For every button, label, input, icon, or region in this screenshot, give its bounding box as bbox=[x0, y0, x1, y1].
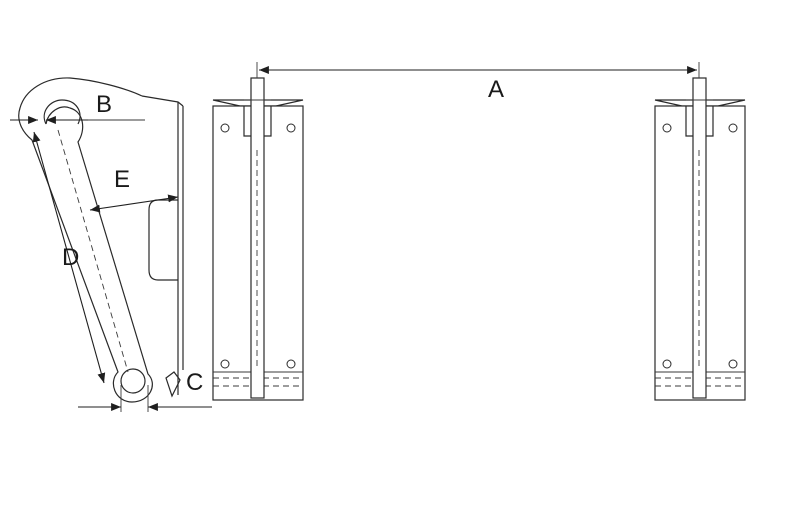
hook-body bbox=[18, 77, 153, 403]
right-hole-top-right bbox=[728, 123, 738, 133]
plate-top-bracket bbox=[141, 95, 184, 107]
side-view: B E D C bbox=[10, 77, 212, 412]
right-hole-top-left bbox=[662, 123, 672, 133]
right-hole-bottom-right bbox=[728, 359, 738, 369]
dim-d-line bbox=[32, 131, 106, 384]
right-hole-bottom-left bbox=[662, 359, 672, 369]
left-hole-bottom-left bbox=[220, 359, 230, 369]
right-pin-bracket bbox=[685, 106, 714, 137]
dim-label-c: C bbox=[186, 369, 203, 396]
left-hole-bottom-right bbox=[286, 359, 296, 369]
front-view-left bbox=[212, 77, 304, 401]
dimension-a: A bbox=[256, 62, 700, 103]
left-hinge-pin bbox=[250, 77, 265, 399]
left-hole-top-right bbox=[286, 123, 296, 133]
hook-eye bbox=[43, 99, 81, 125]
pivot-pin bbox=[120, 368, 146, 394]
plate-slot bbox=[148, 199, 178, 281]
dim-label-a: A bbox=[488, 76, 504, 103]
dim-label-d: D bbox=[62, 244, 79, 271]
dim-label-b: B bbox=[96, 91, 112, 118]
lower-tab bbox=[165, 371, 181, 398]
dim-label-e: E bbox=[114, 166, 130, 193]
right-hinge-pin bbox=[692, 77, 707, 399]
left-pin-bracket bbox=[243, 106, 272, 137]
left-hole-top-left bbox=[220, 123, 230, 133]
front-view-right bbox=[654, 77, 746, 401]
dim-e-line bbox=[89, 194, 179, 213]
